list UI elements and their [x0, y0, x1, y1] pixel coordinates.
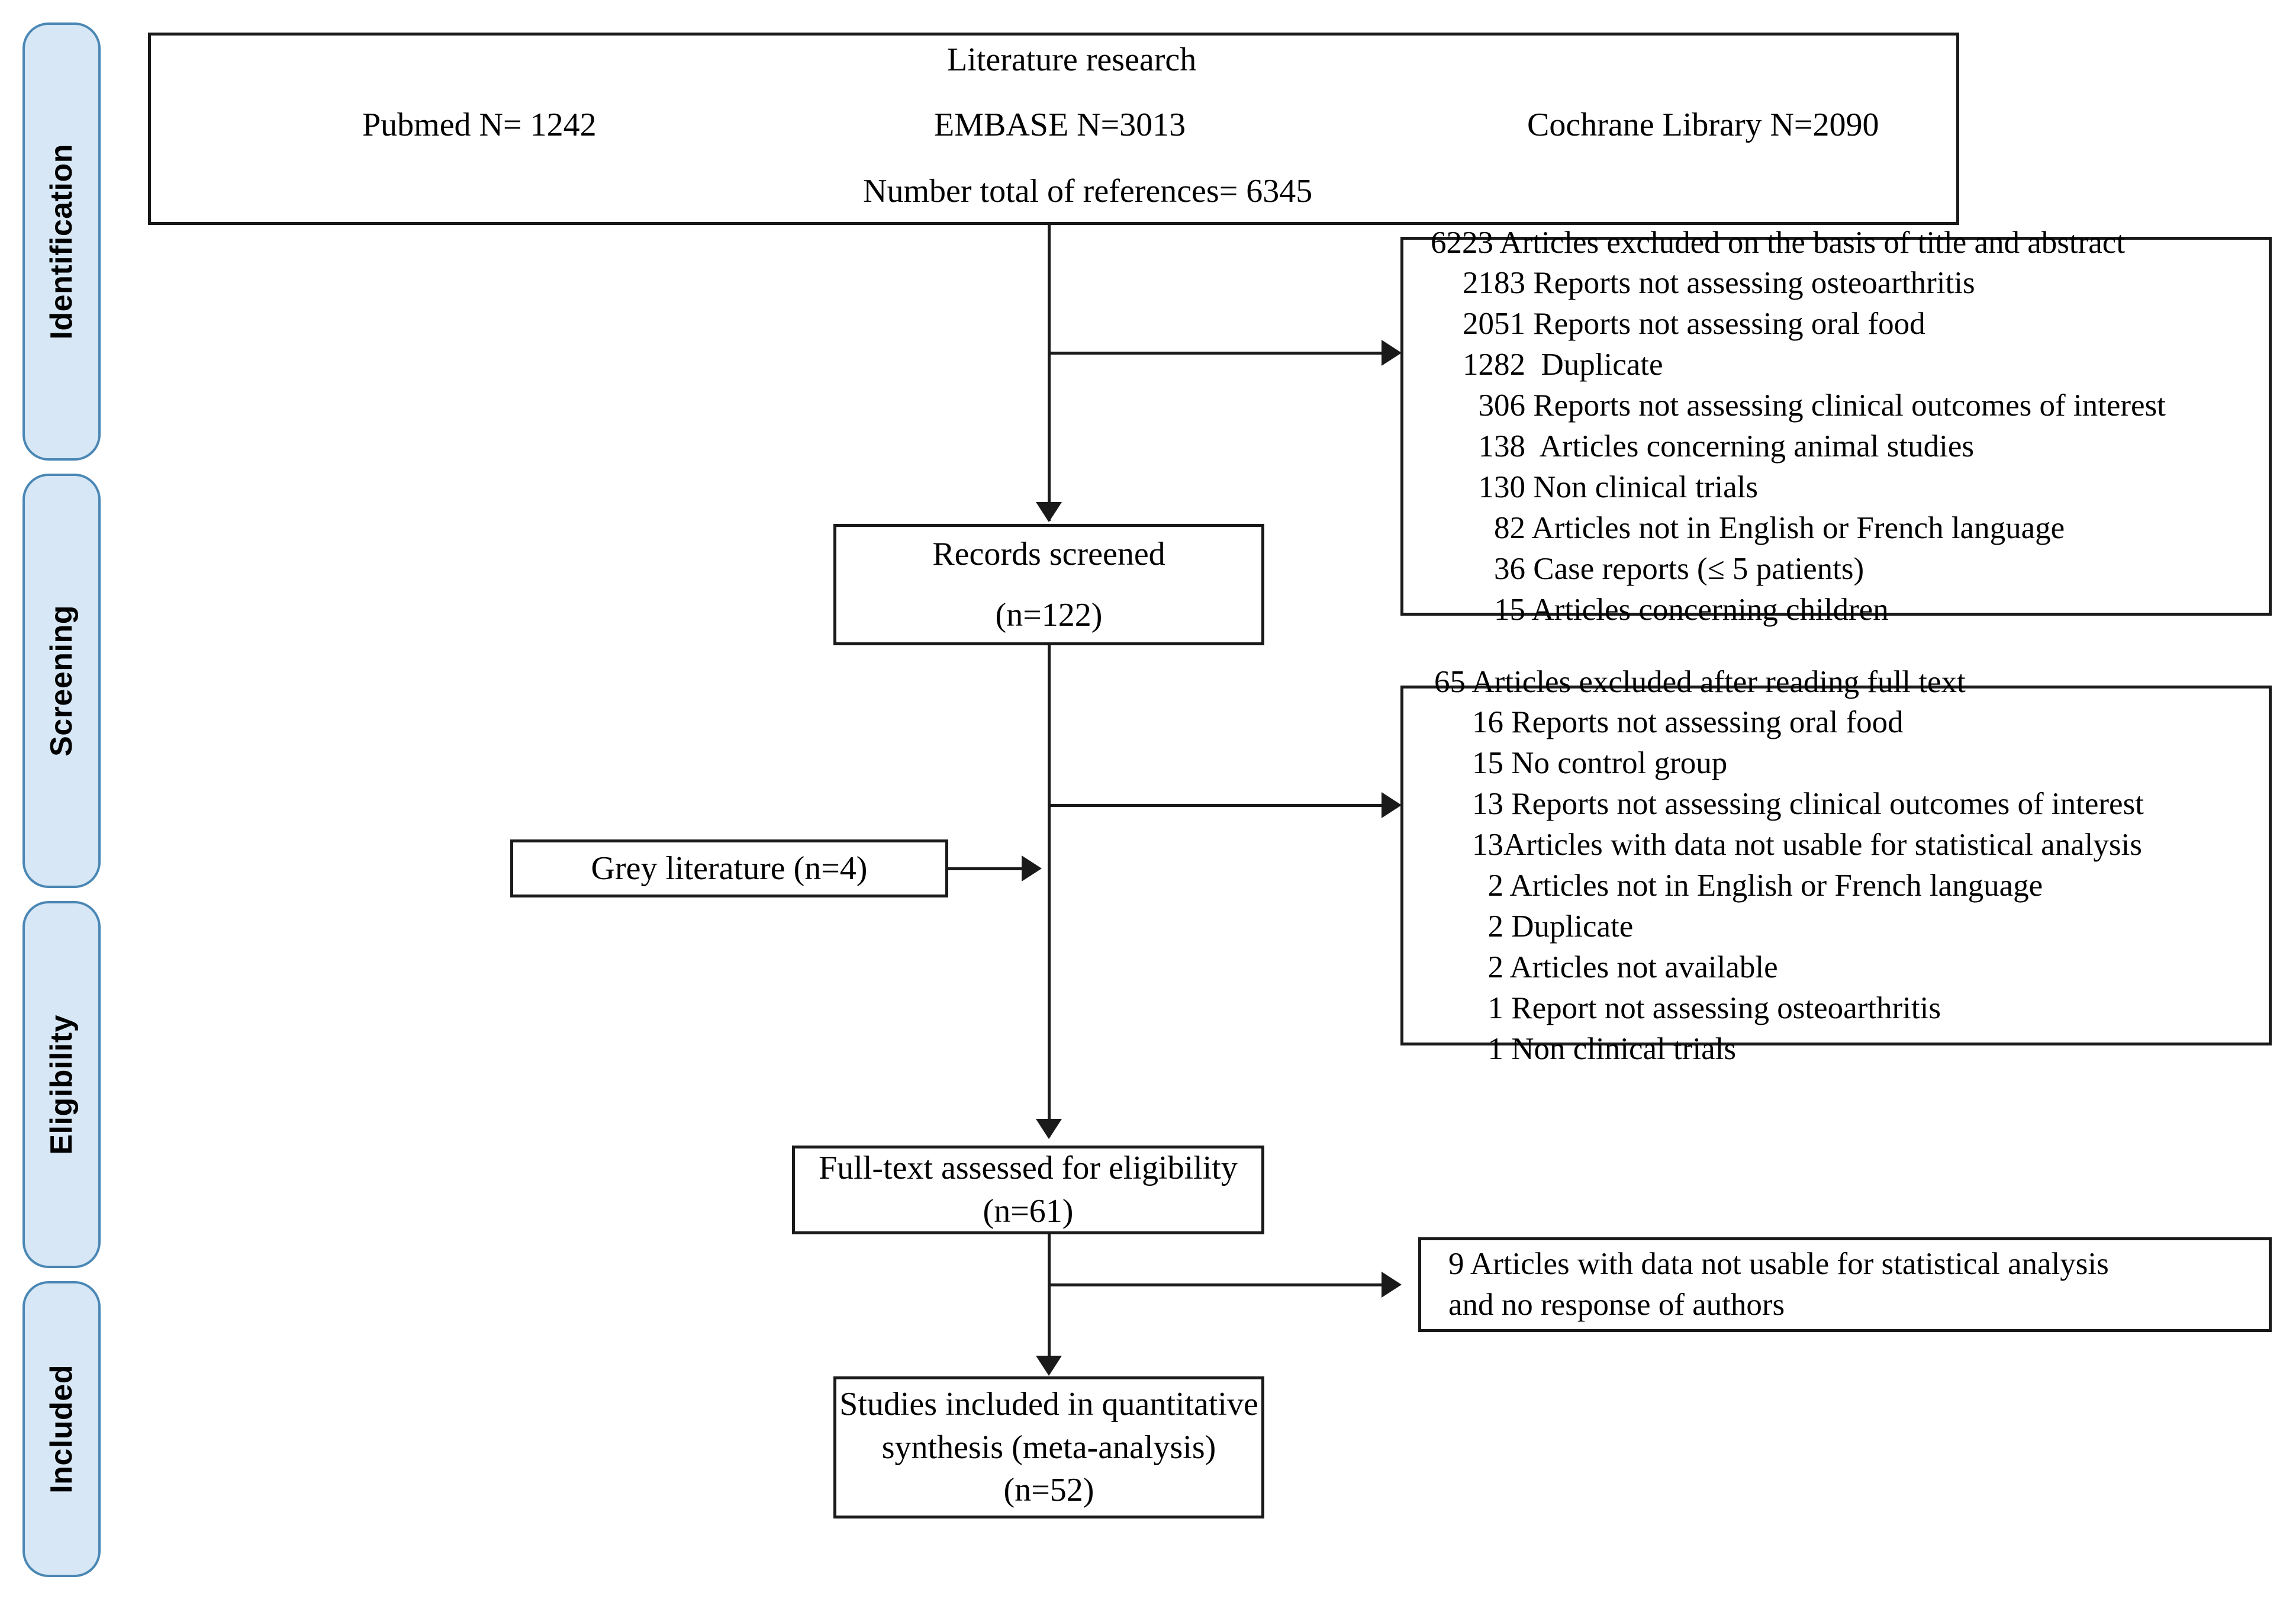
exclusion-reason: 13 Reports not assessing clinical outcom… [1472, 787, 2144, 822]
exclusions-full-text-box: 65 Articles excluded after reading full … [1400, 665, 2272, 1066]
studies-included-line1: Studies included in quantitative [839, 1385, 1258, 1423]
arrow-grey-to-trunk [1022, 855, 1042, 881]
source-cochrane-label: Cochrane Library N=2090 [1527, 107, 1879, 143]
exclusions-final-box: 9 Articles with data not usable for stat… [1418, 1237, 2272, 1332]
arrow-fulltext-to-included [1036, 1356, 1062, 1376]
exclusions-final-line1: 9 Articles with data not usable for stat… [1448, 1247, 2109, 1282]
exclusion-reason: 82 Articles not in English or French lan… [1463, 510, 2065, 545]
studies-included-line2: synthesis (meta-analysis) [881, 1429, 1216, 1466]
exclusion-reason: 16 Reports not assessing oral food [1472, 705, 1904, 740]
full-text-assessed-label: Full-text assessed for eligibility [819, 1150, 1238, 1187]
exclusion-reason: 2183 Reports not assessing osteoarthriti… [1463, 266, 1975, 301]
exclusion-reason: 1 Report not assessing osteoarthritis [1472, 990, 1941, 1025]
full-text-assessed-count: (n=61) [983, 1193, 1074, 1230]
arrow-to-exclusion-1 [1382, 340, 1402, 366]
stage-screening-label: Screening [44, 605, 79, 757]
stage-identification: Identification [22, 22, 101, 461]
exclusion-reason: 13Articles with data not usable for stat… [1472, 828, 2142, 863]
exclusion-reason: 138 Articles concerning animal studies [1463, 429, 1975, 464]
records-screened-box: Records screened (n=122) [833, 524, 1264, 645]
exclusion-reason: 15 No control group [1472, 746, 1728, 781]
arrow-to-exclusion-3 [1382, 1272, 1402, 1298]
studies-included-count: (n=52) [1003, 1472, 1094, 1509]
exclusions-title-abstract-box: 6223 Articles excluded on the basis of t… [1400, 226, 2272, 627]
exclusion-reason: 306 Reports not assessing clinical outco… [1463, 388, 2166, 423]
connector-trunk-to-exclusion-2 [1048, 804, 1390, 807]
literature-research-box [148, 33, 1959, 225]
records-screened-label: Records screened [932, 535, 1165, 572]
stage-eligibility: Eligibility [22, 901, 101, 1268]
arrow-screened-to-fulltext [1036, 1119, 1062, 1139]
total-references-label: Number total of references= 6345 [863, 173, 1313, 210]
connector-grey-to-trunk [948, 867, 1030, 870]
records-screened-count: (n=122) [995, 596, 1103, 633]
connector-sources-to-screened [1048, 225, 1051, 521]
exclusion-reason: 36 Case reports (≤ 5 patients) [1463, 551, 1865, 586]
exclusion-reason: 1282 Duplicate [1463, 348, 1663, 382]
exclusion-reason: 15 Articles concerning children [1463, 592, 1889, 627]
full-text-assessed-box: Full-text assessed for eligibility (n=61… [792, 1146, 1264, 1234]
arrow-to-exclusion-2 [1382, 792, 1402, 818]
exclusions-final-line2: and no response of authors [1448, 1288, 1785, 1322]
stage-eligibility-label: Eligibility [44, 1014, 79, 1155]
connector-screened-to-fulltext [1048, 645, 1051, 1137]
exclusion-reason: 2051 Reports not assessing oral food [1463, 307, 1925, 342]
literature-research-heading: Literature research [947, 41, 1197, 78]
exclusion-reason: 2 Articles not in English or French lang… [1472, 868, 2043, 903]
connector-fulltext-to-included [1048, 1234, 1051, 1373]
source-pubmed-label: Pubmed N= 1242 [362, 107, 597, 143]
arrow-sources-to-screened [1036, 502, 1062, 522]
exclusion-reason: 1 Non clinical trials [1472, 1031, 1736, 1066]
exclusions-full-text-header: 65 Articles excluded after reading full … [1434, 664, 1966, 699]
stage-screening: Screening [22, 474, 101, 888]
exclusion-reason: 130 Non clinical trials [1463, 469, 1758, 504]
grey-literature-label: Grey literature (n=4) [591, 850, 868, 887]
studies-included-box: Studies included in quantitative synthes… [833, 1376, 1264, 1518]
exclusion-reason: 2 Duplicate [1472, 909, 1634, 944]
stage-included-label: Included [44, 1365, 79, 1494]
exclusion-reason: 2 Articles not available [1472, 950, 1778, 985]
grey-literature-box: Grey literature (n=4) [510, 839, 948, 897]
exclusions-title-abstract-header: 6223 Articles excluded on the basis of t… [1431, 225, 2126, 260]
stage-included: Included [22, 1281, 101, 1577]
connector-trunk-to-exclusion-1 [1048, 352, 1390, 355]
stage-identification-label: Identification [44, 143, 79, 340]
connector-trunk-to-exclusion-3 [1048, 1283, 1390, 1286]
source-embase-label: EMBASE N=3013 [934, 107, 1186, 143]
